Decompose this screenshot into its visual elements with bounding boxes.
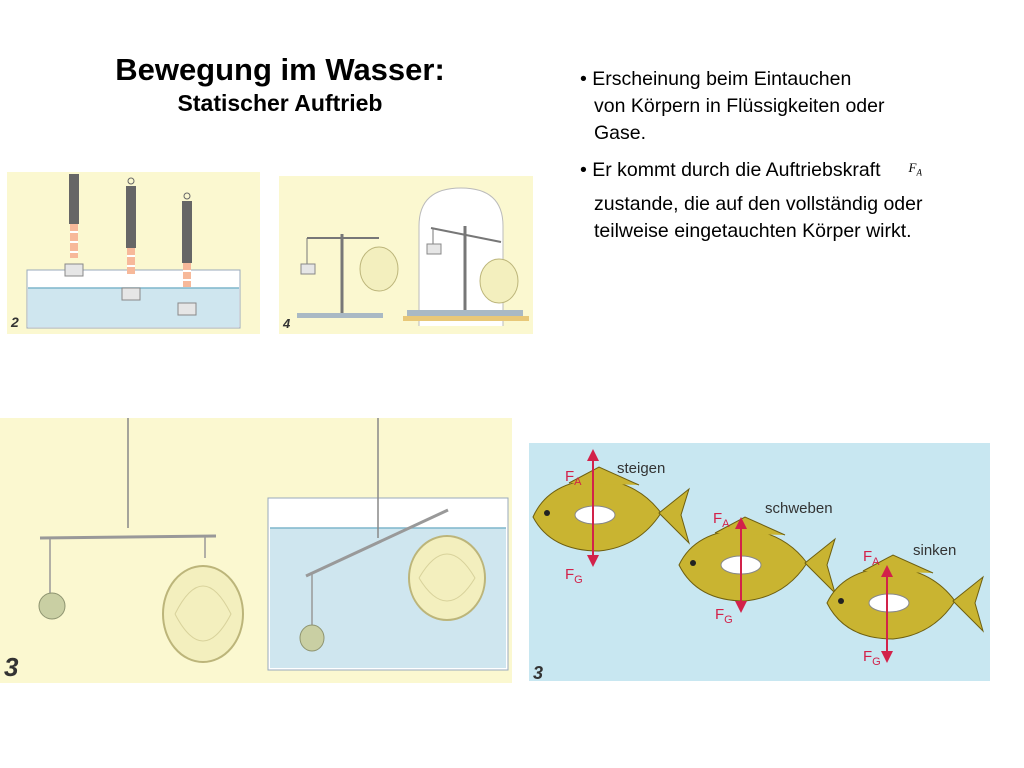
bullet-1-line-2: von Körpern in Flüssigkeiten oder <box>594 95 885 117</box>
force-label-a: FA <box>713 510 730 530</box>
figure-number: 3 <box>4 652 19 682</box>
bullet-1-line-3: Gase. <box>594 122 647 144</box>
large-balance-figure: 3 <box>0 418 512 683</box>
fish-buoyancy-figure: FA FG steigen FA FG schweben FA FG s <box>529 443 990 681</box>
bullet-item-2: • Er kommt durch die Auftriebskraft FA zu… <box>580 157 1000 245</box>
label-float: schweben <box>765 500 833 517</box>
figure-number: 3 <box>533 663 543 681</box>
fish-icon <box>826 554 985 640</box>
force-label-a: FA <box>565 468 582 488</box>
figure-number: 4 <box>282 316 291 331</box>
fish-icon <box>678 516 837 602</box>
force-label-g: FG <box>715 606 733 626</box>
label-sink: sinken <box>913 542 956 559</box>
fish-icon <box>532 466 691 552</box>
balance-figure: 4 <box>279 176 533 334</box>
bullet-1-line-1: Erscheinung beim Eintauchen <box>592 68 852 90</box>
bullet-2-line-1: Er kommt durch die Auftriebskraft <box>592 159 881 181</box>
bullet-marker: • <box>580 159 587 181</box>
figure-number: 2 <box>10 314 19 330</box>
slide-subtitle: Statischer Auftrieb <box>177 90 383 116</box>
force-label-g: FG <box>863 648 881 668</box>
bullet-marker: • <box>580 68 587 90</box>
buoyancy-force-symbol: FA <box>908 160 922 178</box>
bullet-list: • Erscheinung beim Eintauchen von Körper… <box>580 66 1000 255</box>
spring-scale-figure: 2 <box>7 172 260 334</box>
spring-scale-icon <box>69 174 79 224</box>
bullet-item-1: • Erscheinung beim Eintauchen von Körper… <box>580 66 1000 147</box>
force-label-g: FG <box>565 566 583 586</box>
title-block: Bewegung im Wasser: Statischer Auftrieb <box>40 52 520 118</box>
bullet-2-line-3: teilweise eingetauchten Körper wirkt. <box>594 219 912 242</box>
force-label-a: FA <box>863 548 880 568</box>
label-rise: steigen <box>617 460 665 477</box>
bullet-2-line-2: zustande, die auf den vollständig oder <box>594 192 923 215</box>
slide-title: Bewegung im Wasser: <box>115 52 445 87</box>
